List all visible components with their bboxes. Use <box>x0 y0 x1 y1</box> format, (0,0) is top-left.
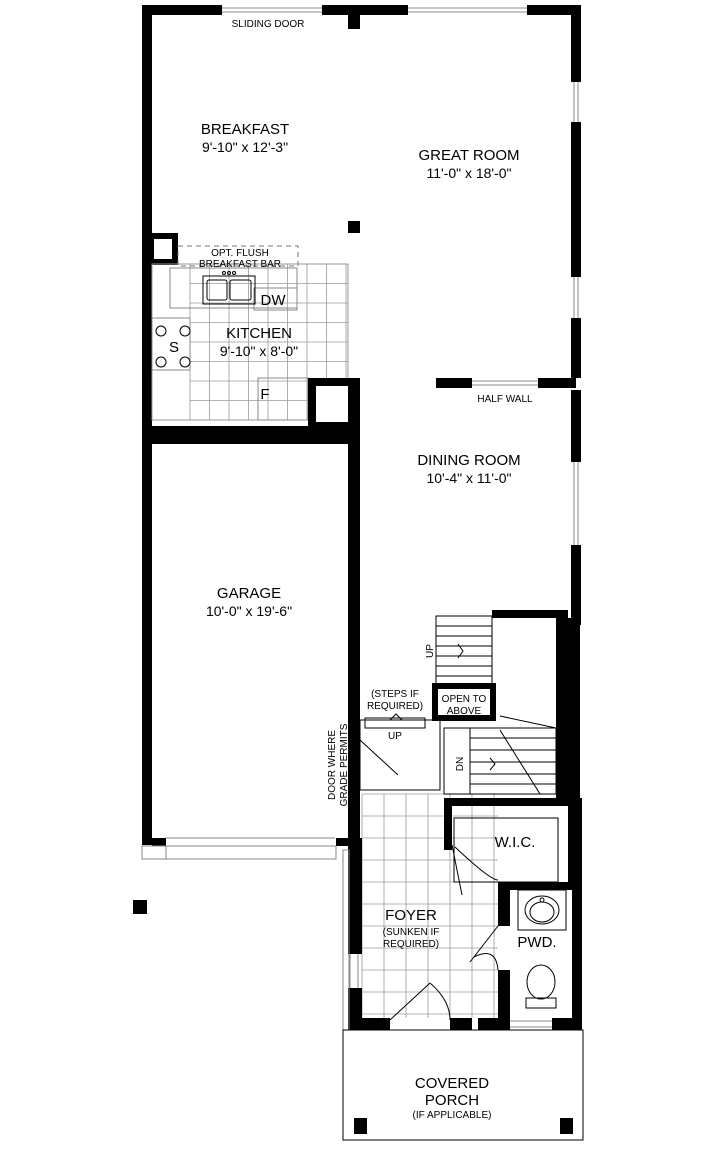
stair-upper <box>435 615 493 687</box>
half-wall-right <box>538 378 576 388</box>
half-wall-left <box>436 378 472 388</box>
garage-dim: 10'-0" x 19'-6" <box>206 603 292 619</box>
dining-room-dim: 10'-4" x 11'-0" <box>426 470 511 486</box>
kitchen-dim: 9'-10" x 8'-0" <box>220 343 298 359</box>
kitchen-dw-box <box>253 287 298 311</box>
foyer-grid <box>361 793 498 1018</box>
garage-door-jamb <box>152 838 166 846</box>
porch-name-1: COVERED <box>415 1075 489 1092</box>
pwd-sink-icon <box>517 889 567 931</box>
post-marker <box>133 900 147 914</box>
foyer-walls <box>342 838 582 1031</box>
porch-name-2: PORCH <box>425 1092 479 1109</box>
garage-name: GARAGE <box>217 585 281 602</box>
stair-up-upper: UP <box>425 644 436 658</box>
toilet-icon <box>525 964 557 1009</box>
great-room-name: GREAT ROOM <box>418 147 519 164</box>
open-to-above-2: ABOVE <box>447 706 482 717</box>
stair-down: DN <box>455 757 466 771</box>
column <box>348 221 360 233</box>
sliding-door-label: SLIDING DOOR <box>232 19 305 30</box>
foyer-note-2: REQUIRED) <box>383 939 439 950</box>
kitchen-counter-left <box>151 317 191 371</box>
half-wall-label: HALF WALL <box>477 394 533 405</box>
dining-room-name: DINING ROOM <box>417 452 520 469</box>
stove-label: S <box>169 339 179 356</box>
breakfast-bar-label-2: BREAKFAST BAR <box>199 259 281 270</box>
powder-name: PWD. <box>517 934 556 951</box>
steps-box <box>364 717 426 729</box>
stair-up-lower: UP <box>388 731 402 742</box>
breakfast-dim: 9'-10" x 12'-3" <box>202 139 288 155</box>
garage-door-note-2: GRADE PERMITS <box>339 723 350 806</box>
garage-apron <box>141 845 167 860</box>
foyer-name: FOYER <box>385 907 437 924</box>
porch <box>342 1029 584 1141</box>
kitchen-sink-icon <box>202 271 256 305</box>
great-room-dim: 11'-0" x 18'-0" <box>426 165 511 181</box>
stove-icon <box>155 325 191 368</box>
fridge-label: F <box>260 386 269 403</box>
kitchen-name: KITCHEN <box>226 325 292 342</box>
pwd-walls <box>469 882 582 1028</box>
stair-lower <box>443 715 557 795</box>
steps-label-1: (STEPS IF <box>371 689 419 700</box>
windows <box>222 7 579 545</box>
breakfast-bar-label-1: OPT. FLUSH <box>211 248 269 259</box>
porch-note: (IF APPLICABLE) <box>413 1110 492 1121</box>
wic-name: W.I.C. <box>495 834 536 851</box>
breakfast-bar-outline <box>177 245 299 267</box>
breakfast-name: BREAKFAST <box>201 121 289 138</box>
garage-door-note-1: DOOR WHERE <box>327 730 338 800</box>
steps-label-2: REQUIRED) <box>367 701 423 712</box>
foyer-note-1: (SUNKEN IF <box>383 927 440 938</box>
open-to-above <box>432 683 496 721</box>
dishwasher-label: DW <box>261 292 287 309</box>
garage-right-wall <box>348 444 360 846</box>
open-to-above-1: OPEN TO <box>442 694 487 705</box>
kitchen-garage-wall <box>148 426 360 444</box>
